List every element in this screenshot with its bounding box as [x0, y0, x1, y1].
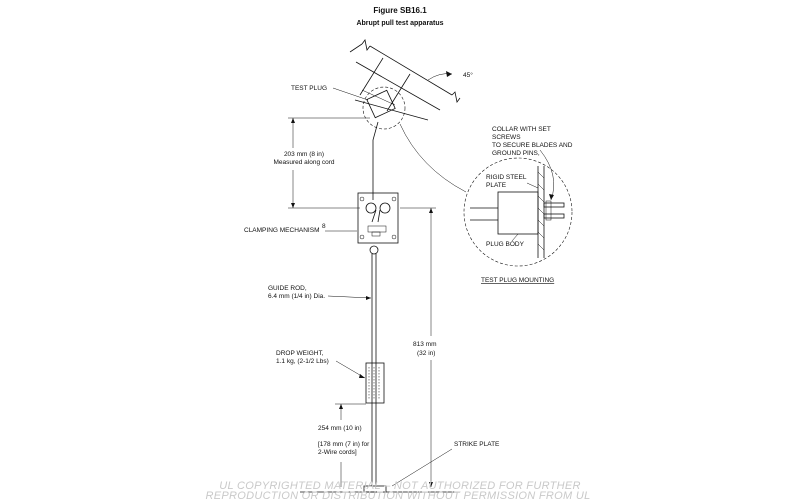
copyright-watermark-line1: UL COPYRIGHTED MATERIAL – NOT AUTHORIZED…	[219, 480, 581, 492]
guide-rod-label: GUIDE ROD,	[268, 285, 307, 292]
drop-note-2: 2-Wire cords]	[318, 449, 357, 456]
clamping-label: CLAMPING MECHANISM	[244, 227, 319, 234]
angle-marker	[427, 71, 453, 81]
drop-note-1: [178 mm (7 in) for	[318, 441, 370, 448]
test-plug-label: TEST PLUG	[291, 85, 327, 92]
drop-weight-label: DROP WEIGHT,	[276, 350, 324, 357]
strike-plate	[300, 485, 460, 493]
rigid-plate-label-2: PLATE	[486, 182, 507, 189]
detail-title: TEST PLUG MOUNTING	[481, 277, 554, 284]
plug-body-label: PLUG BODY	[486, 241, 525, 248]
guide-rod	[371, 254, 377, 487]
cord	[372, 121, 379, 200]
plug-mounting-detail	[463, 157, 573, 267]
height-label: 813 mm	[413, 341, 436, 348]
drop-weight-mass: 1.1 kg, (2-1/2 Lbs)	[276, 358, 329, 365]
collar-label-1: COLLAR WITH SET	[492, 126, 551, 133]
height-dimension	[400, 207, 436, 487]
clamping-note: 8	[322, 223, 326, 230]
angle-label: 45°	[463, 71, 473, 79]
drop-label: 254 mm (10 in)	[318, 425, 362, 432]
cord-length-label: 203 mm (8 in)	[284, 151, 324, 158]
strike-plate-label: STRIKE PLATE	[454, 441, 500, 448]
copyright-watermark-line2: REPRODUCTION OR DISTRIBUTION WITHOUT PER…	[205, 490, 590, 500]
collar-label-2: SCREWS	[492, 134, 521, 141]
collar-leader	[539, 149, 554, 201]
cord-length-note: Measured along cord	[273, 159, 334, 166]
clamping-mechanism	[357, 192, 399, 255]
collar-label-4: GROUND PINS,	[492, 150, 540, 157]
height-inches: (32 in)	[417, 350, 435, 357]
figure-title: Abrupt pull test apparatus	[356, 20, 443, 27]
drop-weight	[365, 362, 385, 404]
figure-number: Figure SB16.1	[373, 6, 427, 15]
test-plug	[362, 86, 406, 130]
drop-dimension	[335, 403, 366, 487]
guide-rod-diameter: 6.4 mm (1/4 in) Dia.	[268, 293, 325, 300]
detail-leader	[399, 123, 467, 193]
cord-dimension	[288, 117, 370, 209]
mounting-bracket	[349, 39, 461, 121]
rigid-plate-label-1: RIGID STEEL	[486, 174, 527, 181]
collar-label-3: TO SECURE BLADES AND	[492, 142, 573, 149]
